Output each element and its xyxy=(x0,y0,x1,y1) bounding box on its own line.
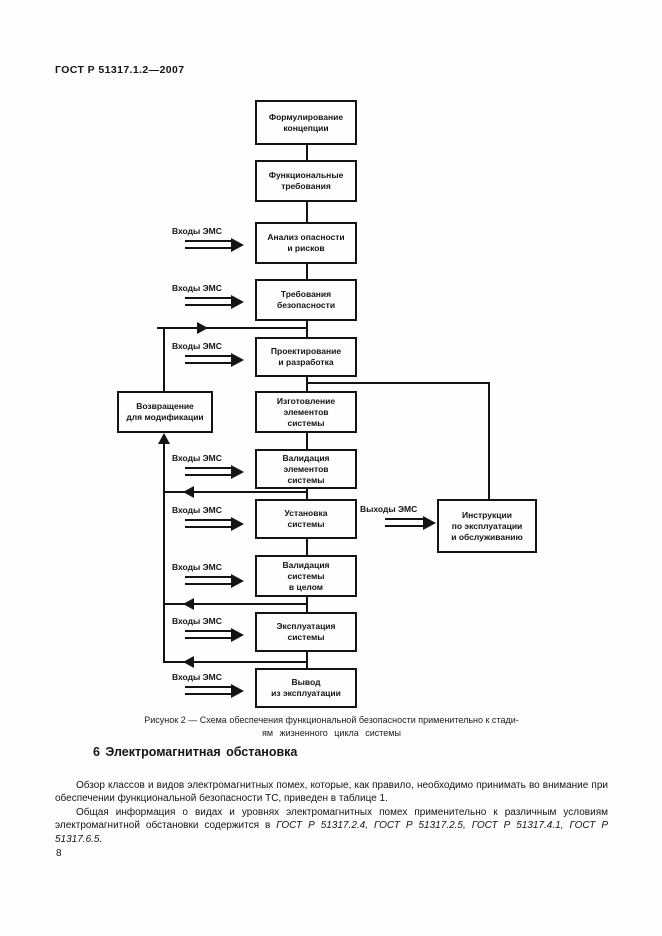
emc-input-label: Входы ЭМС xyxy=(172,453,222,463)
section-heading: 6 Электромагнитная обстановка xyxy=(93,745,298,759)
emc-input-label: Входы ЭМС xyxy=(172,616,222,626)
stage-box-system-validation: Валидация системы в целом xyxy=(255,555,357,597)
stage-box-safety-reqs: Требования безопасности xyxy=(255,279,357,321)
instructions-branch-v-line xyxy=(488,382,490,499)
stage-box-installation: Установка системы xyxy=(255,499,357,539)
emc-input-group: Входы ЭМС xyxy=(172,562,250,585)
emc-output-label: Выходы ЭМС xyxy=(360,504,418,514)
emc-input-group: Входы ЭМС xyxy=(172,341,250,364)
paragraph-2-text: Общая информация о видах и уровнях элект… xyxy=(55,806,608,832)
emc-input-label: Входы ЭМС xyxy=(172,505,222,515)
instructions-branch-h-line xyxy=(306,382,490,384)
emc-input-label: Входы ЭМС xyxy=(172,283,222,293)
stage-box-requirements: Функциональные требования xyxy=(255,160,357,202)
arrowhead-left-icon xyxy=(183,656,194,668)
emc-input-arrow-icon xyxy=(185,519,231,528)
stage-box-operation: Эксплуатация системы xyxy=(255,612,357,652)
emc-output-group: Выходы ЭМС xyxy=(360,504,438,527)
paragraph-2: Общая информация о видах и уровнях элект… xyxy=(55,806,608,846)
emc-input-arrow-icon xyxy=(185,467,231,476)
feedback-line-1 xyxy=(163,491,307,493)
stage-box-concept: Формулирование концепции xyxy=(255,100,357,145)
emc-input-group: Входы ЭМС xyxy=(172,616,250,639)
arrowhead-up-icon xyxy=(158,433,170,444)
stage-box-element-validation: Валидация элементов системы xyxy=(255,449,357,489)
return-for-modification-box: Возвращение для модификации xyxy=(117,391,213,433)
stage-box-manufacturing: Изготовление элементов системы xyxy=(255,391,357,433)
page-number: 8 xyxy=(56,848,62,859)
emc-input-group: Входы ЭМС xyxy=(172,283,250,306)
emc-input-arrow-icon xyxy=(185,686,231,695)
figure-caption-line2: ям жизненного цикла системы xyxy=(262,728,401,738)
paragraph-1: Обзор классов и видов электромагнитных п… xyxy=(55,780,608,805)
arrowhead-left-icon xyxy=(183,598,194,610)
emc-input-label: Входы ЭМС xyxy=(172,672,222,682)
figure-caption-line1: Рисунок 2 — Схема обеспечения функционал… xyxy=(144,715,519,725)
emc-output-arrow-icon xyxy=(385,518,423,527)
emc-input-arrow-icon xyxy=(185,630,231,639)
body-text: Обзор классов и видов электромагнитных п… xyxy=(55,779,608,846)
emc-input-group: Входы ЭМС xyxy=(172,672,250,695)
arrowhead-right-icon xyxy=(197,322,208,334)
emc-input-group: Входы ЭМС xyxy=(172,226,250,249)
stage-box-decommissioning: Вывод из эксплуатации xyxy=(255,668,357,708)
stage-box-design: Проектирование и разработка xyxy=(255,337,357,377)
emc-input-group: Входы ЭМС xyxy=(172,453,250,476)
feedback-collector-line xyxy=(163,443,165,662)
gost-references: ГОСТ Р 51317.2.4, ГОСТ Р 51317.2.5, ГОСТ… xyxy=(55,820,608,845)
return-box-up-line xyxy=(163,327,165,391)
emc-input-label: Входы ЭМС xyxy=(172,341,222,351)
arrowhead-left-icon xyxy=(183,486,194,498)
figure-caption: Рисунок 2 — Схема обеспечения функционал… xyxy=(55,714,608,740)
emc-input-group: Входы ЭМС xyxy=(172,505,250,528)
document-title: ГОСТ Р 51317.1.2—2007 xyxy=(55,64,185,76)
return-to-flow-line xyxy=(157,327,308,329)
feedback-line-2 xyxy=(163,603,307,605)
emc-input-arrow-icon xyxy=(185,240,231,249)
stage-box-hazard-analysis: Анализ опасности и рисков xyxy=(255,222,357,264)
emc-input-label: Входы ЭМС xyxy=(172,562,222,572)
emc-input-arrow-icon xyxy=(185,297,231,306)
operating-instructions-box: Инструкции по эксплуатации и обслуживани… xyxy=(437,499,537,553)
emc-input-arrow-icon xyxy=(185,576,231,585)
emc-input-arrow-icon xyxy=(185,355,231,364)
emc-input-label: Входы ЭМС xyxy=(172,226,222,236)
feedback-line-3 xyxy=(163,661,307,663)
